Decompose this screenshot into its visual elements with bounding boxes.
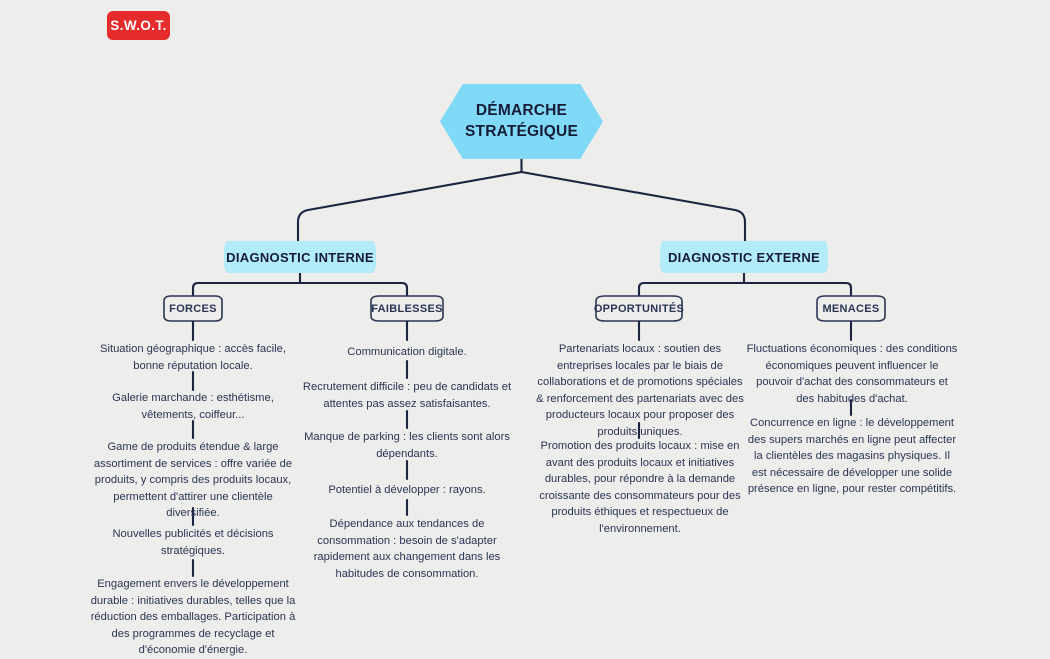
category-node-label: MENACES [822,302,880,315]
banner-shape [224,241,376,273]
branch-node-label: DIAGNOSTIC INTERNE [226,249,374,265]
category-node-label: FORCES [169,302,217,315]
leaf-item: Situation géographique : accès facile, b… [100,343,286,372]
leaf-item: Engagement envers le développement durab… [90,578,296,657]
leaf-item: Promotion des produits locaux : mise en … [539,440,741,535]
root-node-demarche-strategique[interactable]: DÉMARCHE STRATÉGIQUE [440,84,603,159]
leaf-item: Game de produits étendue & large assorti… [93,441,293,520]
connector-root-to-externe [520,170,747,243]
leaf-item: Potentiel à développer : rayons. [328,484,486,496]
leaf-item: Fluctuations économiques : des condition… [746,343,958,405]
leaf-item: Recrutement difficile : peu de candidats… [302,381,512,410]
category-node-menaces[interactable]: MENACES [816,295,886,322]
leaf-item: Communication digitale. [347,346,467,358]
branch-node-label: DIAGNOSTIC EXTERNE [667,249,821,265]
connector-root-to-interne [296,170,523,243]
leaf-item: Galerie marchande : esthétisme, vêtement… [112,392,274,421]
leaf-item: Partenariats locaux : soutien des entrep… [536,343,744,438]
chip-hexagon-shape [163,295,223,322]
swot-badge: S.W.O.T. [107,11,170,40]
chip-hexagon-shape [595,295,683,322]
leaf-item: Concurrence en ligne : le développement … [747,417,957,496]
category-node-faiblesses[interactable]: FAIBLESSES [370,295,444,322]
category-node-forces[interactable]: FORCES [163,295,223,322]
category-node-label: OPPORTUNITÉS [593,302,685,315]
chip-hexagon-shape [816,295,886,322]
leaf-item: Dépendance aux tendances de consommation… [313,518,501,580]
banner-shape [660,241,828,273]
branch-node-diagnostic-interne[interactable]: DIAGNOSTIC INTERNE [224,241,376,273]
branch-node-diagnostic-externe[interactable]: DIAGNOSTIC EXTERNE [660,241,828,273]
swot-badge-label: S.W.O.T. [110,18,167,33]
connector-externe-bracket [637,281,853,297]
root-node-label-line2: STRATÉGIQUE [464,122,578,140]
category-node-label: FAIBLESSES [371,302,443,315]
connector-interne-bracket [191,281,409,297]
root-node-label-line1: DÉMARCHE [475,101,568,119]
chip-hexagon-shape [370,295,444,322]
root-hexagon-shape [440,84,603,159]
root-node-label: DÉMARCHE STRATÉGIQUE [440,84,603,159]
leaf-item: Manque de parking : les clients sont alo… [304,431,510,460]
leaf-item: Nouvelles publicités et décisions straté… [112,528,274,557]
category-node-opportunites[interactable]: OPPORTUNITÉS [593,295,685,322]
